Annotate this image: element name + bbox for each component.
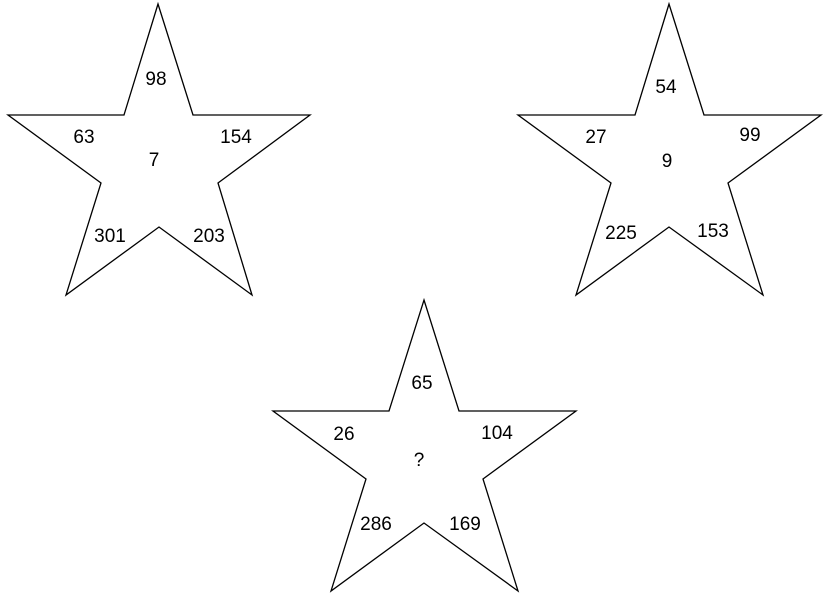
- star-2: 54 27 99 9 225 153: [516, 1, 823, 297]
- star-2-center-number: 9: [662, 151, 673, 172]
- star-1-right-number: 154: [220, 127, 252, 148]
- star-3-bottom-left-number: 286: [360, 514, 392, 535]
- star-2-bottom-left-number: 225: [605, 223, 637, 244]
- star-3-outline: [271, 297, 578, 593]
- star-3: 65 26 104 ? 286 169: [271, 297, 578, 593]
- star-2-outline: [516, 1, 823, 297]
- star-2-bottom-right-number: 153: [697, 221, 729, 242]
- star-3-center-number: ?: [414, 450, 425, 471]
- star-3-left-number: 26: [333, 424, 354, 445]
- star-2-top-number: 54: [655, 77, 677, 98]
- star-3-bottom-right-number: 169: [449, 514, 481, 535]
- star-1-center-number: 7: [149, 150, 160, 171]
- star-3-top-number: 65: [411, 373, 432, 394]
- star-2-left-number: 27: [585, 127, 606, 148]
- star-1-outline: [6, 1, 312, 297]
- star-1-bottom-left-number: 301: [94, 226, 126, 247]
- star-1: 98 63 154 7 301 203: [6, 1, 312, 297]
- star-1-top-number: 98: [145, 69, 166, 90]
- star-3-right-number: 104: [481, 423, 513, 444]
- star-1-bottom-right-number: 203: [193, 226, 225, 247]
- star-2-right-number: 99: [739, 125, 760, 146]
- star-1-left-number: 63: [73, 127, 94, 148]
